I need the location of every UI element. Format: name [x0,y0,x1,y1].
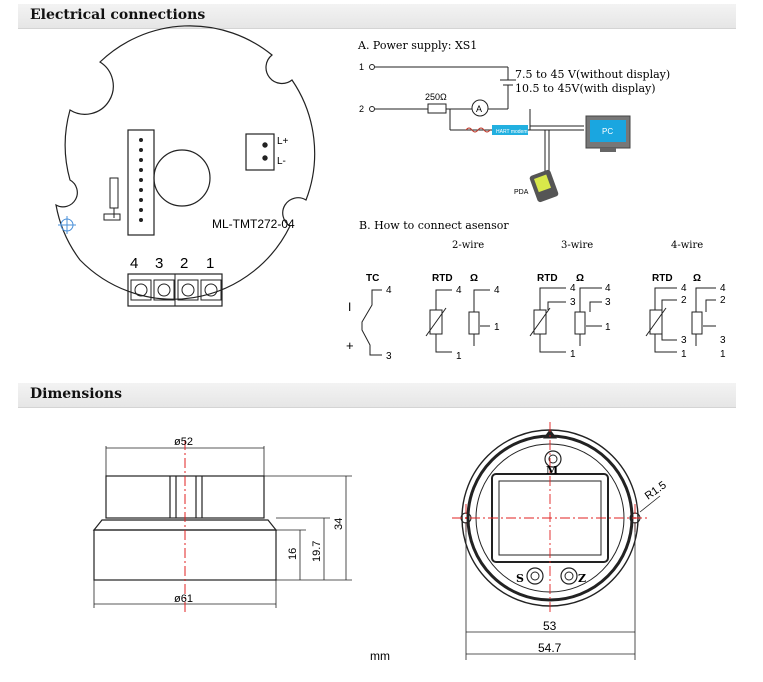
ohm-label-3w: Ω [576,273,584,284]
rtd3-pin-3: 3 [570,297,576,308]
connector-pins [139,138,143,222]
rtd4-pin-3: 3 [681,335,687,346]
sensor-title: B. How to connect asensor [359,219,509,232]
tc-minus: I [348,300,351,314]
rtd4-pin-1: 1 [681,349,687,360]
hart-modem-box [492,125,528,135]
pda-icon [529,169,559,203]
rtd-label-2w: RTD [432,273,453,284]
ohm3-pin-3: 3 [605,297,611,308]
width-53: 53 [543,619,557,633]
rtd-label-4w: RTD [652,273,673,284]
resistor-label: 250Ω [425,92,447,102]
terminal-number-3: 3 [155,255,163,272]
dimensions-header: Dimensions [18,383,736,408]
ohm4-pin-4: 4 [720,283,726,294]
tc-pin-4: 4 [386,285,392,296]
ohm2-pin-4: 4 [494,285,500,296]
ohm-label-2w: Ω [470,273,478,284]
sensor-wiring [361,287,716,356]
unit-mm: mm [370,649,390,663]
pda-label: PDA [514,189,529,196]
resistor-coil-icon [465,127,491,133]
tc-label: TC [366,273,379,284]
pc-icon [585,115,631,152]
ohm2-pin-1: 1 [494,322,500,333]
dimensions-title: Dimensions [30,386,122,402]
power-supply-title: A. Power supply: XS1 [357,39,477,52]
tc-plus: + [346,338,354,353]
terminal-number-4: 4 [130,255,138,272]
ohm4-pin-1: 1 [720,349,726,360]
rtd4-pin-2: 2 [681,295,687,306]
rtd4-pin-4: 4 [681,283,687,294]
voltage-with-display: 10.5 to 45V(with display) [515,82,656,95]
four-wire-label: 4-wire [671,240,703,251]
pc-label: PC [602,127,613,136]
side-view [92,475,278,581]
height-34: 34 [333,518,345,530]
center-hole [153,149,211,207]
width-54-7: 54.7 [538,641,562,655]
three-wire-label: 3-wire [561,240,593,251]
label-m: M [546,464,558,477]
electrical-connections-header: Electrical connections [18,4,736,29]
lplus-label: L+ [277,136,289,147]
tc-pin-3: 3 [386,351,392,362]
rtd3-pin-4: 4 [570,283,576,294]
rtd3-pin-1: 1 [570,349,576,360]
power-pin-1: 1 [359,62,364,72]
ammeter-label: A [476,104,482,114]
side-dimension-lines [93,446,352,608]
two-wire-label: 2-wire [452,240,484,251]
label-z: Z [578,572,586,585]
power-pin-2: 2 [359,104,364,114]
ohm3-pin-4: 4 [605,283,611,294]
rtd2-pin-1: 1 [456,351,462,362]
rtd-label-3w: RTD [537,273,558,284]
height-19-7: 19.7 [311,541,323,562]
lminus-label: L- [277,156,286,167]
electrical-connections-title: Electrical connections [30,7,206,23]
terminal-number-1: 1 [206,255,214,272]
top-diameter: ø52 [174,436,193,448]
ohm4-pin-3: 3 [720,335,726,346]
height-16: 16 [287,548,299,560]
resistor-250 [427,103,447,114]
ammeter [471,99,489,117]
hart-modem-label: HART modem [496,129,528,135]
model-label: ML-TMT272-04 [212,217,295,231]
voltage-without-display: 7.5 to 45 V(without display) [515,68,670,81]
power-connector [245,133,275,171]
bottom-diameter: ø61 [174,593,193,605]
ohm3-pin-1: 1 [605,322,611,333]
label-s: S [516,572,524,585]
top-centerlines [452,422,648,614]
ohm4-pin-2: 2 [720,295,726,306]
rtd2-pin-4: 4 [456,285,462,296]
terminal-number-2: 2 [180,255,188,272]
top-dimension-lines [465,495,661,660]
pcb-board [55,25,316,307]
power-wiring [369,64,584,172]
ohm-label-4w: Ω [693,273,701,284]
